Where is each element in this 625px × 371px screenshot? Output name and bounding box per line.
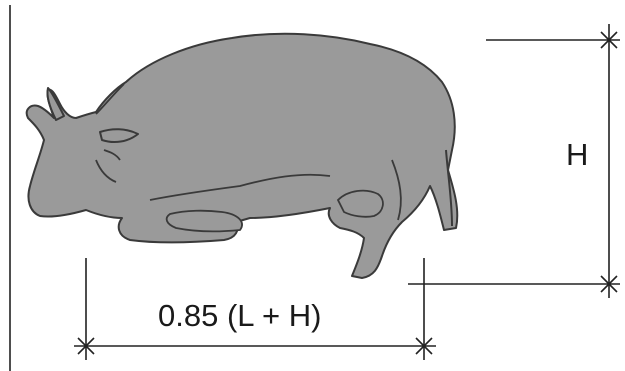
cow-folded-front-leg (165, 209, 243, 233)
height-top-tick-cross (600, 31, 618, 49)
cow-rear-leg-line (391, 159, 402, 221)
width-dimension (74, 258, 436, 360)
cow-ear (99, 128, 139, 143)
cow-front-leg-line (149, 173, 331, 201)
height-label: H (566, 137, 588, 172)
height-bottom-tick-cross (600, 275, 618, 293)
cow-horn (46, 87, 65, 121)
cow-tail (445, 149, 453, 227)
width-formula-label: 0.85 (L + H) (158, 298, 321, 333)
width-right-tick-cross (415, 337, 433, 355)
width-left-tick-cross (77, 337, 95, 355)
cow-udder (336, 189, 384, 218)
lying-cow-illustration (25, 32, 459, 279)
cow-face-detail (95, 149, 121, 183)
height-dimension (408, 24, 620, 298)
cow-body (25, 32, 459, 279)
cow-neck-fold (95, 83, 125, 115)
